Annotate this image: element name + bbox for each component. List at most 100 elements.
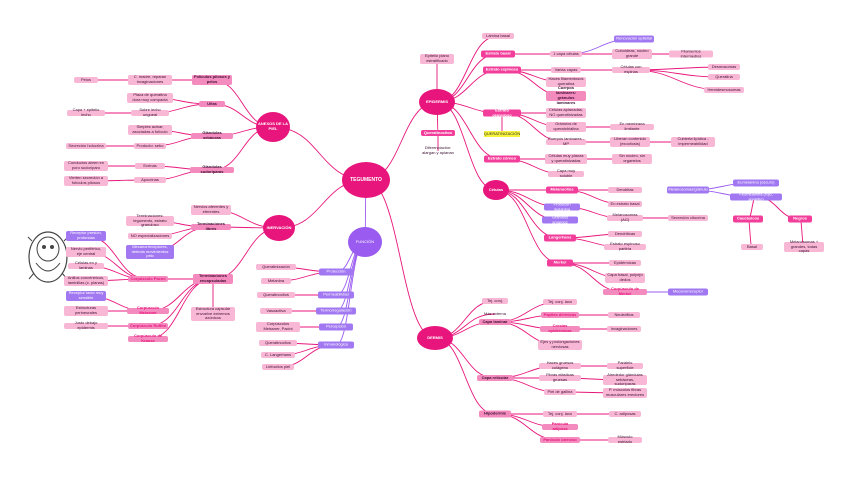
node-epitelio[interactable]: Epitelio plano estratificado (420, 53, 454, 64)
node-vasoactiva[interactable]: Vasoactiva (260, 308, 292, 314)
node-dendriticas[interactable]: Dendríticas (608, 231, 642, 237)
node-termorregulacion[interactable]: Termorregulación (316, 307, 356, 315)
node-dendritas[interactable]: Dendritas (608, 187, 642, 193)
node-queratinizacion-f[interactable]: Queratinización (256, 264, 296, 270)
node-estrato-espinoso2[interactable]: Estrato espinoso partiría (604, 241, 646, 251)
node-c-adiposas[interactable]: C. adiposas (609, 411, 641, 417)
node-musculo-estriado[interactable]: Músculo estriado (608, 434, 642, 444)
branch-funcion[interactable]: FUNCIÓN (348, 227, 382, 257)
node-basal[interactable]: Basal (741, 244, 763, 250)
node-caucasicos[interactable]: Caucásicos (733, 215, 763, 223)
node-espinoso[interactable]: Estrato espinoso (483, 66, 521, 74)
node-langerhans-f[interactable]: C. Langerhans (261, 352, 295, 358)
node-granulos-amargos[interactable]: Gránulos amargos (542, 214, 578, 224)
node-conductos[interactable]: Conductos abren en poro sudoríparo (64, 160, 108, 171)
node-corpusculos-odland[interactable]: Cuerpos laminares: gránulos laminares (546, 86, 586, 105)
node-percepcion[interactable]: Percepción (319, 323, 353, 331)
node-estrato-basal[interactable]: Estrato basal (481, 50, 515, 58)
node-corpusculo-merkel[interactable]: Corpúsculo de Merkel (603, 286, 647, 296)
node-cuerpos-laminares[interactable]: Cuerpos laminares - MP (546, 136, 586, 146)
node-liberan[interactable]: Liberan contenido (exocitosis) (610, 136, 650, 147)
node-receptor-presion[interactable]: Receptor presión, profundas (66, 230, 106, 241)
node-membrana[interactable]: En membrana limitante (610, 121, 654, 131)
node-hipodermis[interactable]: Hipodermis (479, 410, 511, 418)
node-permeabilidad[interactable]: Permeabilidad (318, 291, 354, 299)
node-merkel[interactable]: Merkel (547, 259, 573, 267)
node-secrecion[interactable]: Secreción citocrina (668, 215, 708, 221)
node-melanosomas-pu[interactable]: Melanosomas/gránulo (667, 186, 709, 194)
node-invaginaciones[interactable]: Invaginaciones (607, 326, 641, 332)
node-tej-conj-laxo[interactable]: Tej. conj. laxo (543, 299, 577, 305)
node-varias-capas[interactable]: Varias capas (551, 67, 581, 73)
node-celulas[interactable]: Células (483, 180, 509, 200)
node-celulas-muy-planas[interactable]: Células muy planas y queratinizadas (545, 153, 587, 164)
node-cubicas[interactable]: Cuboideas, núcleo grande (612, 48, 652, 59)
node-musculo[interactable]: P. músculos fibras musculares erectores (603, 387, 647, 398)
node-melanocitos[interactable]: Melanocitos (546, 186, 578, 194)
node-queratinocitos[interactable]: Queratinocitos (421, 130, 455, 136)
node-terminaciones-encapsuladas[interactable]: Terminaciones encapsuladas (193, 273, 233, 284)
node-no-especializaciones[interactable]: NO especializaciones (128, 233, 172, 239)
node-langerhans[interactable]: Langerhans (544, 234, 576, 242)
node-mas-externa[interactable]: Más externa (483, 310, 506, 316)
node-c-madre[interactable]: C. madre, reparan invaginaciones (128, 74, 172, 85)
node-eumelanina[interactable]: Eumelanina (oscuro) (733, 179, 779, 187)
node-justo-debajo[interactable]: Justo debajo epidermis (64, 320, 108, 330)
node-pelos[interactable]: Pelos (74, 77, 98, 83)
node-capa-laminar[interactable]: Capa laminar (479, 319, 511, 325)
node-tej-conj-laxo2[interactable]: Tej. conj. laxo (543, 411, 577, 417)
node-feomelanina[interactable]: Feomelanina (rojo, amarillo) (730, 191, 782, 201)
node-inmunologica[interactable]: Inmunológica (318, 341, 354, 349)
node-crestas[interactable]: Crestas epidérmicas (540, 323, 580, 333)
node-diferenciacion[interactable]: Diferenciación: alargan y aplanan (422, 145, 454, 155)
node-placa[interactable]: Placa de queratina dura muy compacta (127, 92, 173, 103)
node-panicula[interactable]: Panícula adiposa (542, 421, 578, 431)
node-queratinizacion[interactable]: QUERATINIZACIÓN (483, 130, 521, 137)
node-producen-melanina[interactable]: Producen melanina (544, 201, 580, 211)
branch-dermis[interactable]: DERMIS (417, 326, 453, 350)
node-estrato-basal2[interactable]: En estrato basal (608, 201, 642, 207)
node-corneo[interactable]: Estrato córneo (484, 155, 520, 163)
node-capa-epitelio[interactable]: Capa + epitelio lecho (67, 107, 105, 117)
node-apocrinas[interactable]: Apocrinas (134, 177, 166, 183)
node-tej-conj[interactable]: Tej. conj. (482, 298, 508, 304)
node-queratina[interactable]: Queratina (708, 74, 740, 80)
node-nervios[interactable]: Nervios aferentes y eferentes (191, 204, 231, 215)
node-desmosomas[interactable]: Desmosomas (708, 64, 740, 70)
node-celulas-espinas[interactable]: Células con espinas (612, 64, 650, 74)
node-sobre[interactable]: Sobre lecho ungueal (131, 107, 169, 117)
node-corpusculo-pacini[interactable]: Corpúsculo Pacini (128, 276, 168, 282)
node-temperatura[interactable]: Terminaciones: tegumento, estrato granul… (126, 213, 174, 227)
node-capa-soluble[interactable]: Capa muy soluble (548, 168, 584, 178)
node-meissner[interactable]: Células en y laminas (68, 260, 104, 270)
node-filamentos[interactable]: Filamentos intermedios (669, 48, 713, 58)
node-capa-basal[interactable]: Capa basal, pulpejo dedos (605, 272, 645, 283)
node-capa-reticular[interactable]: Capa reticular (477, 375, 513, 381)
node-queratinocitos-f2[interactable]: Queratinocitos (259, 340, 297, 346)
node-corpusculo-meissner[interactable]: Corpúsculo Meissner (127, 305, 169, 315)
node-una-capa[interactable]: 1 capa células (550, 51, 582, 57)
node-unas[interactable]: Uñas (199, 101, 225, 107)
node-corpusculo-ruffini[interactable]: Corpúsculo Ruffini (128, 322, 168, 329)
node-ecrinas[interactable]: Ecrinas (135, 163, 165, 169)
node-corpusculos-pacini[interactable]: Corpúsculos Meissner, Pacini (256, 321, 300, 332)
node-paniculo-carnoso[interactable]: Panículo carnoso (540, 437, 580, 443)
node-piel-gallina[interactable]: Piel de gallina (544, 389, 576, 395)
node-renovacion[interactable]: Renovación epitelial (614, 35, 654, 43)
node-secrecion-holocrina[interactable]: Secreción holocrina (66, 143, 106, 149)
branch-anexos[interactable]: ANEXOS DE LA PIEL (256, 112, 290, 142)
node-estructura[interactable]: Estructura capsular envuelve extremos ax… (191, 306, 235, 321)
node-granuloso[interactable]: Estrato granuloso (483, 107, 521, 117)
node-sin-nucleo[interactable]: Sin núcleo, sin organelos (612, 153, 652, 164)
node-corpusculo-krause[interactable]: Corpúsculo de Krause (128, 333, 168, 343)
node-melanina[interactable]: Melanina (261, 278, 291, 284)
node-estructura-perineural[interactable]: Estructuras perineurales (64, 305, 108, 316)
node-neutrofilos[interactable]: Neutrófilos (608, 312, 640, 318)
node-ejes[interactable]: Ejes y prolongaciones nerviosas (538, 339, 582, 350)
node-glandulas-sebaceas[interactable]: Glándulas sebáceas (191, 130, 233, 140)
node-granulos-queratohialina[interactable]: Gránulos de queratohialina (546, 121, 586, 132)
node-paralelo[interactable]: Paralelo superficie (607, 360, 643, 370)
node-linfocitos[interactable]: Linfocitos piel (262, 364, 294, 370)
node-celulas-aplanadas[interactable]: Células aplanadas, NO queratinizadas (546, 107, 586, 118)
node-mecanorreceptor[interactable]: Mecanorreceptor (668, 288, 708, 296)
